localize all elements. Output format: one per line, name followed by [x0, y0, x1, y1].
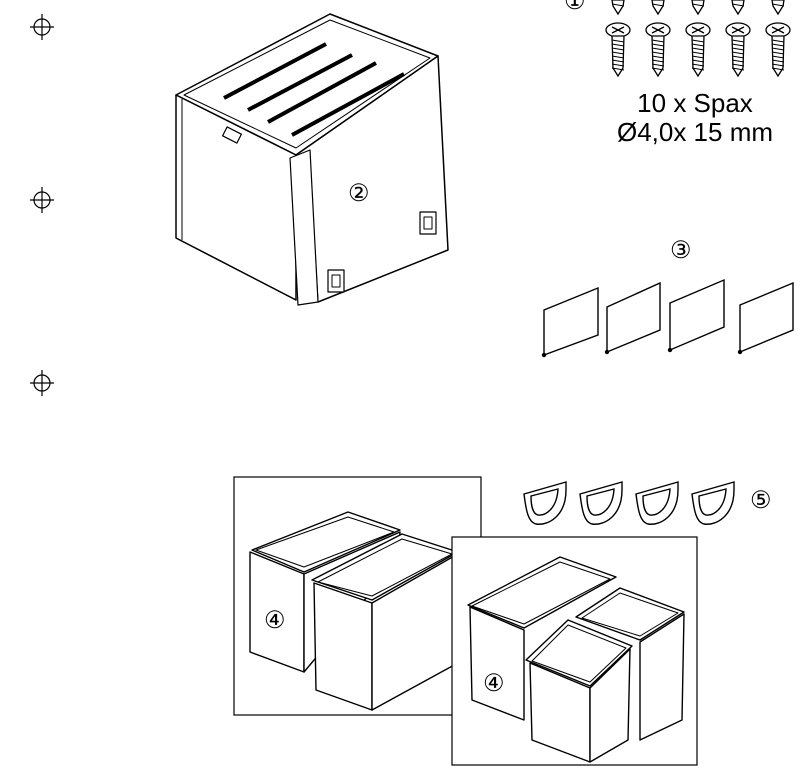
screw-icon — [725, 22, 751, 78]
crosshair-icon — [30, 187, 54, 213]
handle-clip — [635, 481, 679, 525]
part-number-1: ① — [564, 0, 586, 15]
screw-icon — [611, 0, 625, 16]
screw-icon — [651, 0, 665, 16]
part-number-3: ③ — [670, 237, 692, 264]
screw-quantity-label: 10 x Spax — [637, 88, 753, 118]
screw-icon — [685, 22, 711, 78]
screw-icon — [765, 22, 791, 78]
crosshair-icon — [30, 14, 54, 40]
screw-icon — [605, 22, 631, 78]
screw-size-label: Ø4,0x 15 mm — [617, 117, 773, 147]
divider-plate — [541, 286, 599, 358]
cabinet-frame-illustration — [175, 13, 449, 306]
part-number-4-left: ④ — [264, 607, 286, 634]
divider-plate — [667, 278, 725, 353]
part-number-4-right: ④ — [483, 670, 505, 697]
part-number-2: ② — [348, 180, 370, 207]
screws-row — [605, 22, 791, 78]
screw-icon — [691, 0, 705, 16]
divider-plate — [737, 281, 794, 355]
crosshair-icon — [30, 370, 54, 396]
screw-icon — [771, 0, 785, 16]
bin-set-three-panel: ④ — [451, 536, 698, 766]
handle-clip — [579, 481, 623, 525]
part-number-5: ⑤ — [750, 487, 772, 514]
screws-row-top — [611, 0, 785, 16]
divider-plate — [604, 281, 661, 355]
screw-icon — [645, 22, 671, 78]
screw-icon — [731, 0, 745, 16]
handle-clip — [523, 481, 567, 525]
handle-clip — [691, 481, 735, 525]
bin-set-two-panel: ④ — [233, 476, 482, 716]
